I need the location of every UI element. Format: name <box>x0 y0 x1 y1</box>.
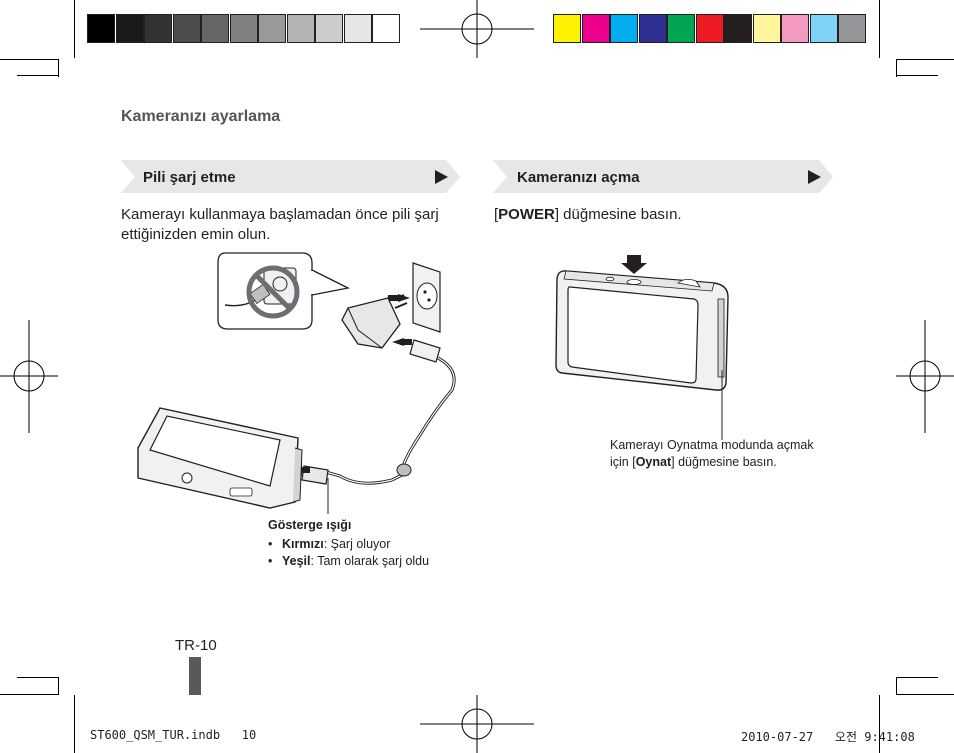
process-swatch <box>809 14 838 43</box>
process-swatch <box>752 14 781 43</box>
gray-swatch <box>286 14 315 43</box>
power-illustration <box>555 255 729 440</box>
gray-swatch <box>115 14 144 43</box>
indicator-legend: Gösterge ışığı Kırmızı: Şarj oluyor Yeşi… <box>268 517 488 570</box>
gray-swatch <box>172 14 201 43</box>
play-icon <box>435 170 448 184</box>
gray-swatch <box>229 14 258 43</box>
process-swatch <box>695 14 724 43</box>
process-swatch <box>724 14 752 43</box>
power-banner-title: Kameranızı açma <box>517 169 640 186</box>
indicator-title: Gösterge ışığı <box>268 518 352 532</box>
gray-swatch <box>201 14 229 43</box>
gray-swatch <box>315 14 343 43</box>
process-swatch <box>553 14 581 43</box>
gray-swatch <box>87 14 115 43</box>
playback-key-label: Oynat <box>635 455 672 469</box>
gray-swatch <box>372 14 400 43</box>
camera-body <box>137 407 303 509</box>
page-number: TR-10 <box>175 637 217 654</box>
charge-banner-bg <box>121 160 460 193</box>
indicator-green: Yeşil: Tam olarak şarj oldu <box>268 553 488 570</box>
slug-date: 2010-07-27 오전 9:41:08 <box>741 730 915 744</box>
power-instruction: [POWER] düğmesine basın. <box>494 206 682 223</box>
process-swatch <box>667 14 695 43</box>
playback-callout: Kamerayı Oynatma modunda açmak için [Oyn… <box>610 438 814 469</box>
power-banner-bg <box>493 160 833 193</box>
gray-swatch <box>258 14 286 43</box>
gray-swatch <box>144 14 172 43</box>
charging-illustration <box>137 252 456 514</box>
wall-outlet <box>412 262 441 333</box>
gray-swatch <box>343 14 372 43</box>
slug-file: ST600_QSM_TUR.indb 10 <box>90 728 257 742</box>
process-swatch <box>581 14 610 43</box>
section-title: Kameranızı ayarlama <box>121 108 281 125</box>
ac-adapter <box>341 294 408 349</box>
no-outlet-inset <box>217 252 351 330</box>
process-swatch <box>638 14 667 43</box>
power-key-label: POWER <box>498 206 555 223</box>
process-swatch <box>838 14 866 43</box>
page-tab-marker <box>189 657 201 695</box>
charge-intro-text: Kamerayı kullanmaya başlamadan önce pili… <box>121 206 439 243</box>
press-arrow-icon <box>621 255 647 274</box>
indicator-red: Kırmızı: Şarj oluyor <box>268 536 488 553</box>
charge-banner-title: Pili şarj etme <box>143 169 236 186</box>
process-swatch <box>781 14 809 43</box>
play-icon <box>808 170 821 184</box>
process-swatch <box>610 14 638 43</box>
